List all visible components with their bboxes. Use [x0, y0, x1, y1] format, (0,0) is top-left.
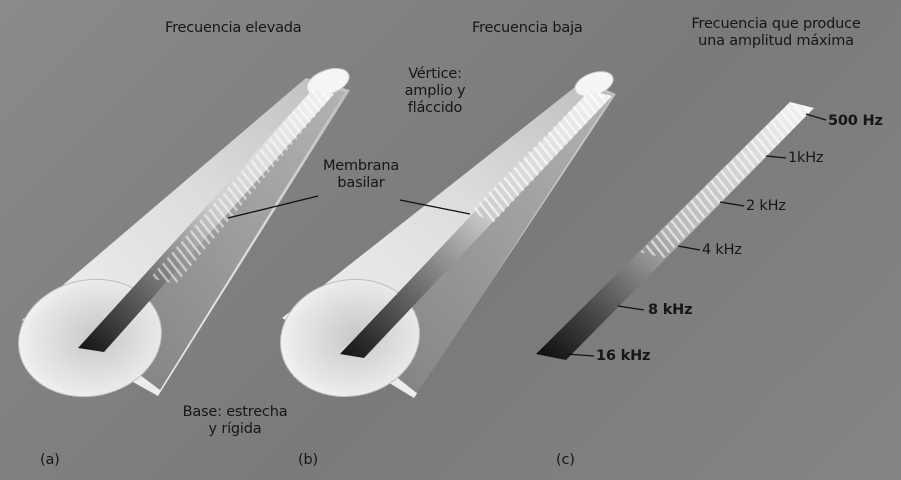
panel-c-title-line-2: una amplitud máxima	[658, 33, 894, 50]
panel-a-letter: (a)	[40, 452, 60, 469]
freq-label-1khz: 1kHz	[788, 150, 823, 167]
apex-label-line-2: amplio y	[380, 83, 490, 100]
panel-c-title-line-1: Frecuencia que produce	[658, 16, 894, 33]
freq-label-16khz: 16 kHz	[596, 348, 650, 365]
freq-label-2khz: 2 kHz	[746, 198, 786, 215]
membrane-label: Membrana basilar	[306, 158, 416, 192]
membrane-label-line-1: Membrana	[306, 158, 416, 175]
panel-b-letter: (b)	[298, 452, 318, 469]
base-label-line-2: y rígida	[160, 421, 310, 438]
panel-b-title: Frecuencia baja	[472, 20, 583, 37]
freq-label-4khz: 4 kHz	[702, 242, 742, 259]
panel-a-title: Frecuencia elevada	[165, 20, 301, 37]
panel-c-title: Frecuencia que produce una amplitud máxi…	[658, 16, 894, 50]
membrane-label-line-2: basilar	[306, 175, 416, 192]
apex-label-line-1: Vértice:	[380, 66, 490, 83]
freq-label-8khz: 8 kHz	[648, 302, 692, 319]
panel-c-letter: (c)	[556, 452, 575, 469]
freq-label-500hz: 500 Hz	[828, 113, 883, 130]
apex-label: Vértice: amplio y fláccido	[380, 66, 490, 117]
apex-label-line-3: fláccido	[380, 100, 490, 117]
panel-a-base-label: Base: estrecha y rígida	[160, 404, 310, 438]
base-label-line-1: Base: estrecha	[160, 404, 310, 421]
